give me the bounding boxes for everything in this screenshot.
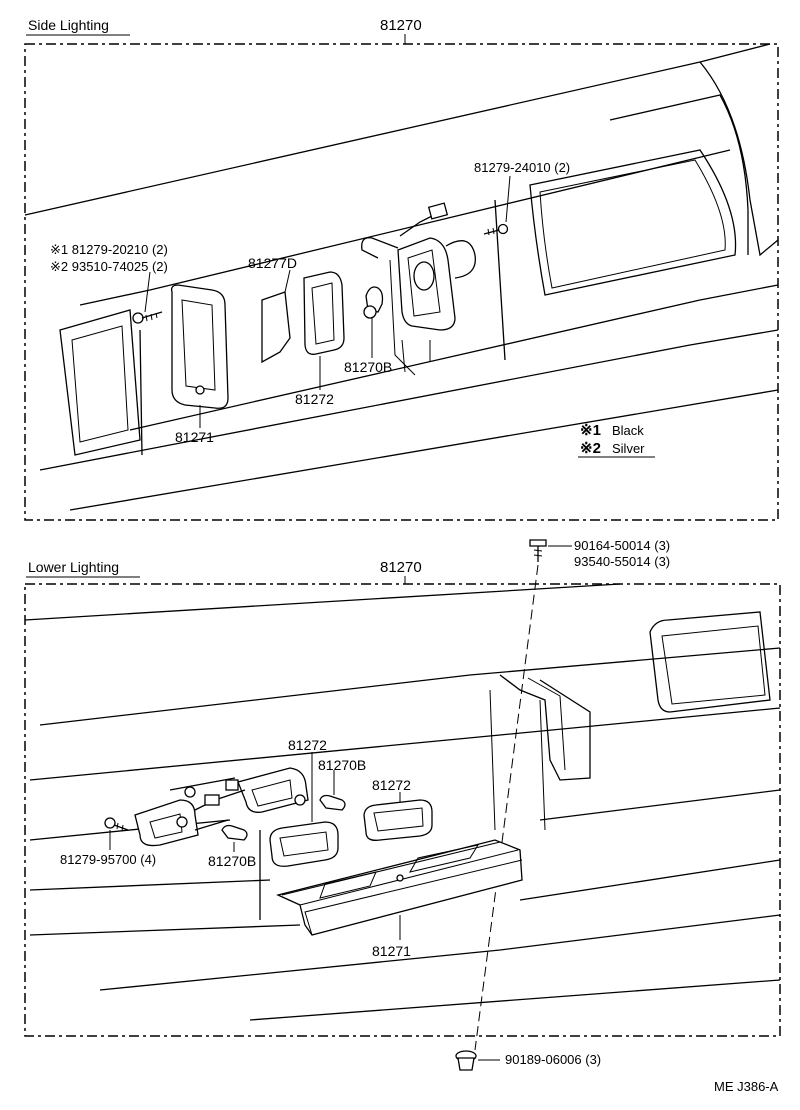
label-93540-55014: 93540-55014 (3) <box>574 554 670 569</box>
lower-screw-81279-95700 <box>104 817 129 850</box>
label-side-81270B: 81270B <box>344 359 392 375</box>
side-assembly-label: 81270 <box>380 17 422 34</box>
top-screw-90164 <box>474 539 572 1051</box>
label-lower-81272-a: 81272 <box>288 737 327 753</box>
side-lens-81271 <box>170 284 229 428</box>
side-screw-left <box>132 271 163 324</box>
lower-bulb-81270B-b <box>221 824 248 852</box>
label-lower-81270B-b: 81270B <box>208 853 256 869</box>
label-81279-24010: 81279-24010 (2) <box>474 160 570 175</box>
label-lower-81270B-a: 81270B <box>318 757 366 773</box>
lower-gasket-81272-a <box>269 752 339 867</box>
lower-gasket-81272-b <box>363 792 433 841</box>
bottom-clip-90189 <box>455 1050 500 1071</box>
diagram-code: ME J386-A <box>714 1079 779 1094</box>
side-lighting-title: Side Lighting <box>28 17 109 33</box>
lower-body-outline <box>24 583 781 1021</box>
legend-mark-1: ※1 <box>580 422 601 439</box>
label-side-81272: 81272 <box>295 391 334 407</box>
legend-mark-2: ※2 <box>580 440 601 457</box>
side-body-outline <box>24 43 779 511</box>
label-81279-20210: ※1 81279-20210 (2) <box>50 242 168 257</box>
label-side-81271: 81271 <box>175 429 214 445</box>
lower-lighting-title: Lower Lighting <box>28 559 119 575</box>
lower-bulb-81270B-a <box>319 770 346 811</box>
lower-frame <box>24 583 781 1037</box>
label-93510-74025: ※2 93510-74025 (2) <box>50 259 168 274</box>
lower-lens-81271 <box>276 839 523 940</box>
side-screw-right <box>483 175 511 236</box>
lower-socket-harness <box>134 767 309 847</box>
side-gasket-81277D <box>261 269 291 364</box>
side-bulb-81270B <box>363 286 384 358</box>
label-81279-95700: 81279-95700 (4) <box>60 852 156 867</box>
label-lower-81272-b: 81272 <box>372 777 411 793</box>
label-81277D: 81277D <box>248 255 297 271</box>
label-90164-50014: 90164-50014 (3) <box>574 538 670 553</box>
legend-text-black: Black <box>612 423 644 438</box>
side-gasket-81272 <box>303 271 345 390</box>
color-legend: ※1 Black ※2 Silver <box>578 422 655 458</box>
side-lighting-section: Side Lighting 81270 <box>24 17 779 521</box>
label-lower-81271: 81271 <box>372 943 411 959</box>
label-90189-06006: 90189-06006 (3) <box>505 1052 601 1067</box>
side-socket-assembly <box>361 202 476 376</box>
legend-text-silver: Silver <box>612 441 645 456</box>
lower-assembly-label: 81270 <box>380 559 422 576</box>
lower-lighting-section: Lower Lighting 81270 <box>24 538 781 1071</box>
